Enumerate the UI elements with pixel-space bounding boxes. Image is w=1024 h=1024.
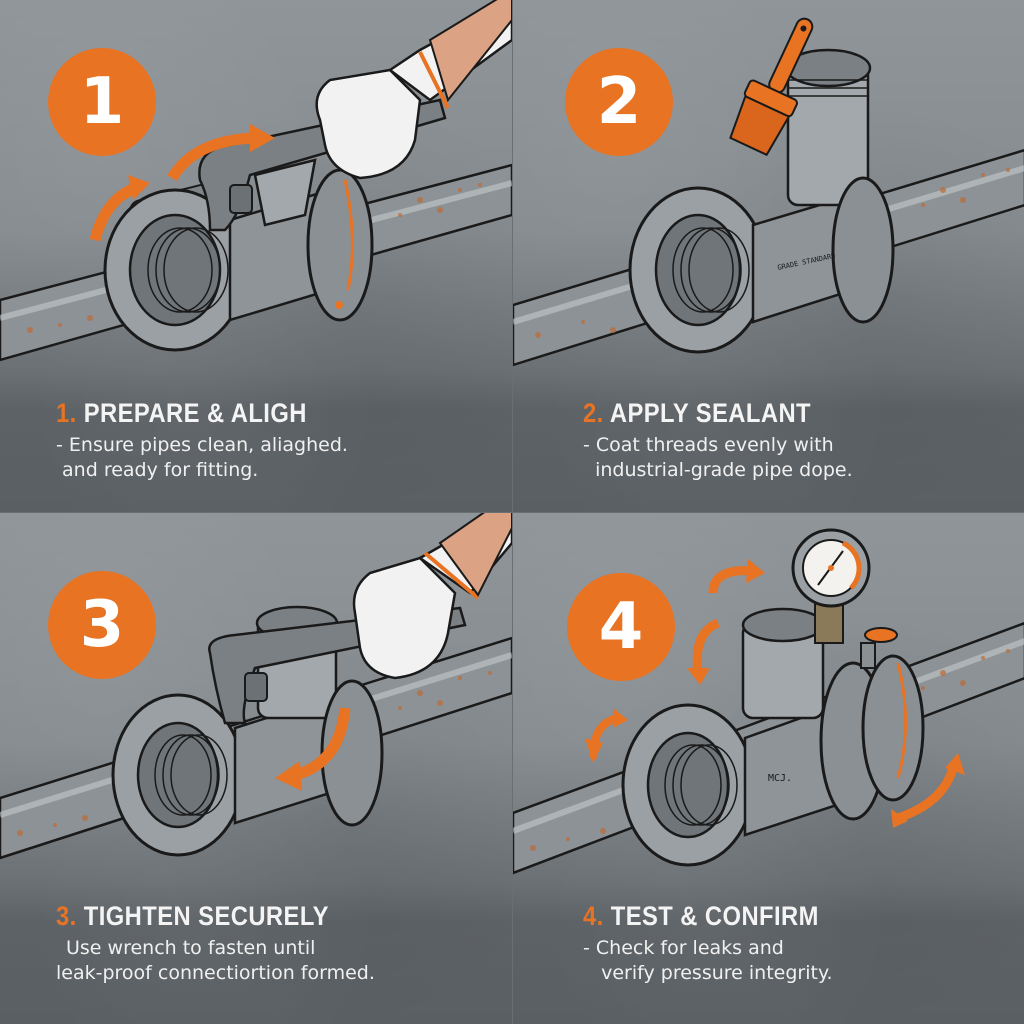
step-description-line-2: verify pressure integrity. [583, 961, 833, 984]
step-description-line-2: leak-proof connectiortion formed. [56, 961, 375, 984]
step-panel-3: 3 3. TIGHTEN SECURELY Use wrench to fast… [0, 512, 512, 1024]
pipe-wrench-illustration [0, 0, 512, 362]
step-text: 2. APPLY SEALANT - Coat threads evenly w… [583, 398, 1023, 482]
step-text: 4. TEST & CONFIRM - Check for leaks and … [583, 901, 1023, 985]
step-heading: 4. TEST & CONFIRM [583, 901, 970, 932]
step-panel-1: 1 1. PREPARE & ALIGH - Ensure pipes clea… [0, 0, 512, 512]
step-title: TIGHTEN SECURELY [83, 901, 329, 931]
step-title: TEST & CONFIRM [610, 901, 819, 931]
step-panel-2: GRADE STANDARD 2 2. APPLY SEALANT - Coat… [512, 0, 1024, 512]
paintbrush-sealant-illustration: GRADE STANDARD [513, 17, 1024, 367]
step-description-line-1: Use wrench to fasten until [66, 937, 316, 959]
step-number-badge: 4 [567, 573, 675, 681]
step-description-line-1: - Ensure pipes clean, aliaghed. [56, 434, 348, 456]
step-title: APPLY SEALANT [609, 398, 812, 428]
step-heading: 1. PREPARE & ALIGH [56, 398, 443, 429]
step-number: 3. [56, 901, 77, 931]
svg-text:MCJ.: MCJ. [768, 773, 792, 784]
step-heading: 2. APPLY SEALANT [583, 398, 970, 429]
step-panel-4: MCJ. [512, 512, 1024, 1024]
step-title: PREPARE & ALIGH [83, 398, 307, 428]
step-heading: 3. TIGHTEN SECURELY [56, 901, 443, 932]
step-text: 1. PREPARE & ALIGH - Ensure pipes clean,… [56, 398, 496, 482]
step-description-line-2: and ready for fitting. [56, 458, 259, 481]
pressure-test-illustration: MCJ. [513, 528, 1024, 875]
step-number: 2. [583, 398, 604, 428]
step-description-line-2: industrial-grade pipe dope. [583, 458, 853, 481]
step-description-line-1: - Coat threads evenly with [583, 434, 834, 456]
step-number: 4. [583, 901, 604, 931]
step-number-badge: 2 [565, 48, 673, 156]
step-number-badge: 1 [48, 48, 156, 156]
step-description-line-1: - Check for leaks and [583, 937, 784, 959]
tighten-wrench-illustration [0, 513, 512, 860]
step-number-badge: 3 [48, 571, 156, 679]
step-text: 3. TIGHTEN SECURELY Use wrench to fasten… [56, 901, 496, 985]
step-number: 1. [56, 398, 77, 428]
